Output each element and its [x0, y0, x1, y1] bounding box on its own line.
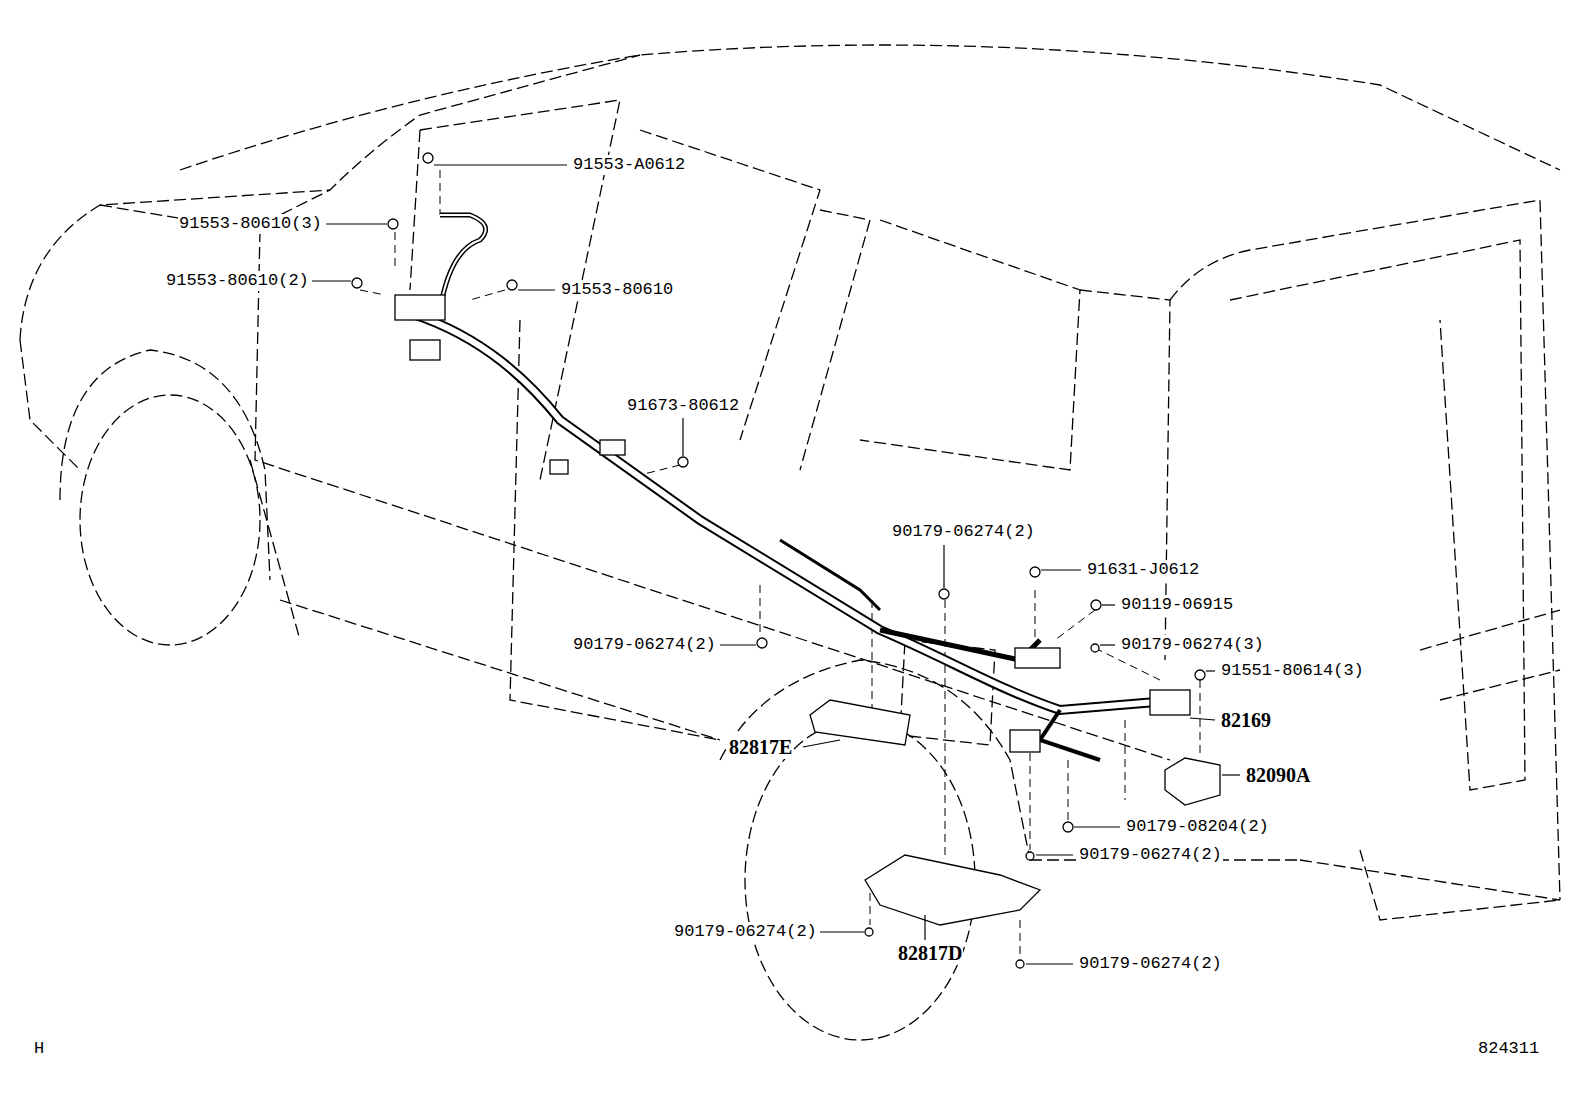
part-number: 91631-J0612: [1086, 560, 1200, 580]
part-number: 90119-06915: [1120, 595, 1234, 615]
part-number: 90179-06274(3): [1120, 635, 1265, 655]
cover-82817D: [865, 855, 1040, 925]
tray-82817E: [810, 700, 910, 745]
part-number: 82817D: [897, 941, 963, 965]
part-number: 824311: [1477, 1039, 1540, 1059]
part-number: 90179-08204(2): [1125, 817, 1270, 837]
part-number: 91553-80610: [560, 280, 674, 300]
part-number: 82817E: [728, 735, 793, 759]
parts: [395, 295, 1220, 925]
bracket-82090A: [1165, 758, 1220, 805]
wire-harness: [400, 215, 1180, 760]
part-number: 91551-80614(3): [1220, 661, 1365, 681]
part-number: 91553-80610(3): [178, 214, 323, 234]
part-number: 90179-06274(2): [891, 522, 1036, 542]
car-outline: [20, 45, 1560, 1040]
part-number: 90179-06274(2): [1078, 845, 1223, 865]
part-number: 82090A: [1245, 763, 1311, 787]
part-number: 90179-06274(2): [673, 922, 818, 942]
part-number: 91553-80610(2): [165, 271, 310, 291]
leader-lines: [312, 165, 1240, 964]
part-number: 91673-80612: [626, 396, 740, 416]
part-number: 90179-06274(2): [572, 635, 717, 655]
part-number: H: [33, 1039, 45, 1059]
part-number: 82169: [1220, 708, 1272, 732]
part-number: 90179-06274(2): [1078, 954, 1223, 974]
projection-lines: [360, 170, 1200, 958]
part-number: 91553-A0612: [572, 155, 686, 175]
